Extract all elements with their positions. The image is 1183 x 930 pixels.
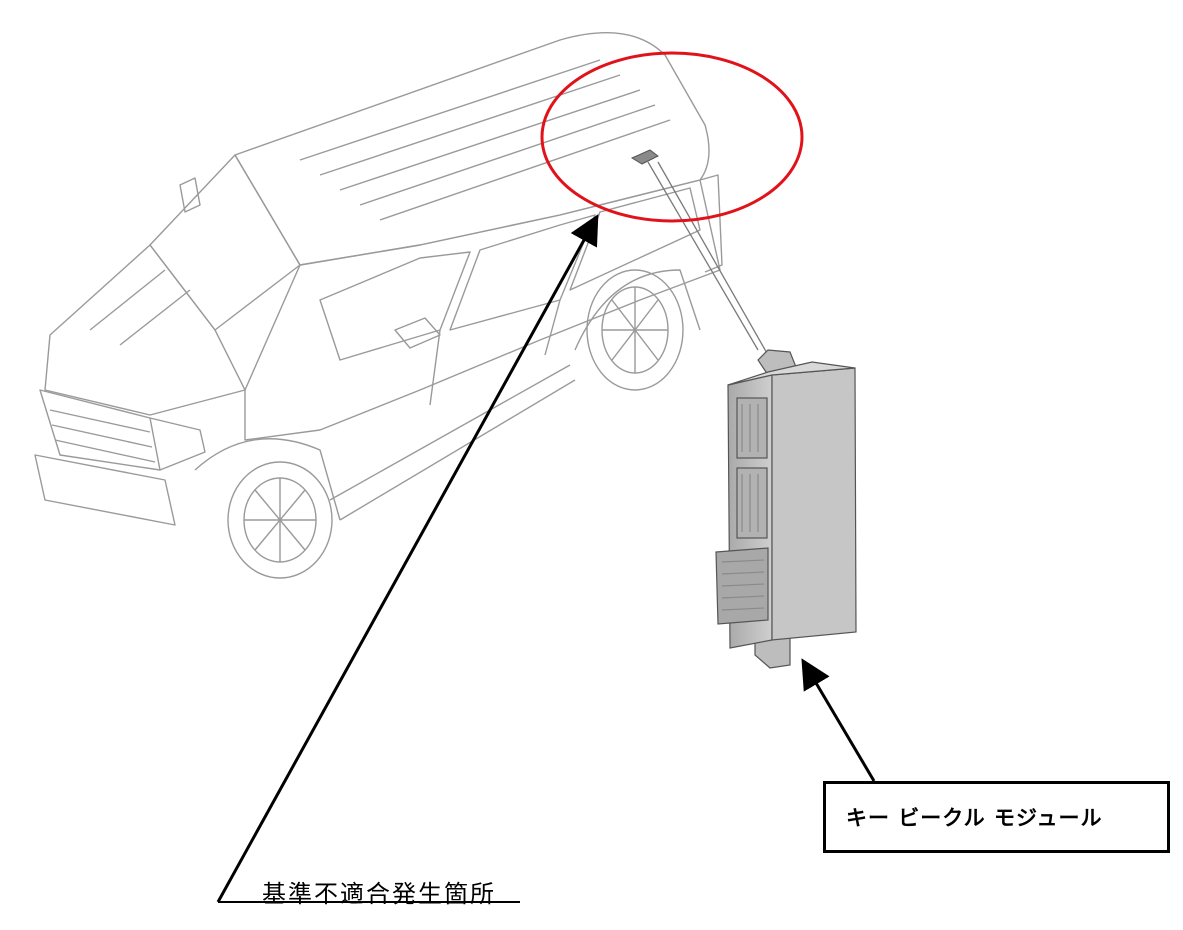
location-arrow [216,214,599,903]
defect-location-label: 基準不適合発生箇所 [262,880,496,908]
module-label-box: キー ビークル モジュール [823,781,1170,853]
vehicle-illustration [34,32,723,579]
module-illustration [715,349,857,669]
module-leader-lines [647,161,769,356]
highlight-circle [540,51,804,223]
module-arrow [801,658,876,782]
module-label: キー ビークル モジュール [846,806,1103,830]
module-location-mark [630,149,659,165]
